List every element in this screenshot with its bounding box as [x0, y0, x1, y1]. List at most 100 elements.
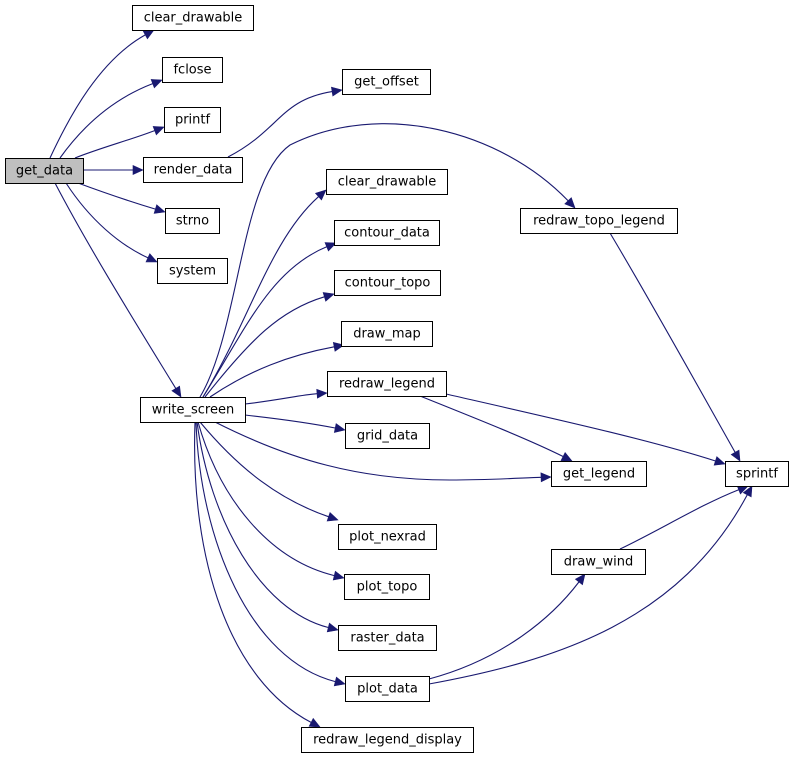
node-box-get-offset	[342, 69, 431, 95]
arrowhead-write-screen-to-grid-data	[333, 423, 346, 433]
node-label-get-offset: get_offset	[354, 75, 419, 90]
node-label-raster-data: raster_data	[350, 631, 424, 646]
edge-write-screen-to-contour-data	[202, 246, 327, 398]
node-draw-wind[interactable]: draw_wind	[551, 549, 646, 575]
arrowhead-write-screen-to-get-legend	[540, 472, 552, 483]
arrowhead-write-screen-to-contour-data	[324, 242, 337, 252]
node-label-plot-topo: plot_topo	[357, 580, 418, 595]
nodes-layer: get_dataclear_drawablefcloseprintfrender…	[5, 5, 789, 753]
edge-get-data-to-system	[65, 182, 149, 259]
node-label-clear-drawable-1: clear_drawable	[144, 11, 243, 26]
node-box-contour-topo	[334, 270, 441, 296]
edge-get-data-to-strno	[77, 182, 156, 210]
arrowhead-get-data-to-system	[145, 253, 158, 263]
edge-render-data-to-get-offset	[227, 91, 333, 158]
edges-layer	[49, 29, 753, 728]
arrowhead-write-screen-to-redraw-legend	[316, 388, 328, 399]
node-box-strno	[165, 208, 220, 234]
edge-redraw-topo-legend-to-sprintf	[609, 232, 736, 453]
node-system[interactable]: system	[157, 258, 228, 284]
node-clear-drawable-2[interactable]: clear_drawable	[326, 169, 448, 195]
node-get-legend[interactable]: get_legend	[551, 461, 647, 487]
arrowhead-plot-data-to-draw-wind	[574, 573, 586, 586]
node-render-data[interactable]: render_data	[143, 157, 243, 183]
node-label-fclose: fclose	[173, 63, 211, 78]
edge-write-screen-to-redraw-legend	[244, 393, 318, 405]
node-draw-map[interactable]: draw_map	[341, 321, 433, 347]
arrowhead-get-data-to-printf	[152, 126, 165, 136]
node-get-data[interactable]: get_data	[5, 158, 84, 184]
node-label-clear-drawable-2: clear_drawable	[338, 175, 437, 190]
node-box-sprintf	[725, 461, 789, 487]
node-box-plot-nexrad	[338, 524, 437, 550]
edge-write-screen-to-redraw-topo-legend	[199, 123, 569, 398]
node-box-fclose	[162, 57, 223, 83]
node-redraw-topo-legend[interactable]: redraw_topo_legend	[520, 208, 678, 234]
node-clear-drawable-1[interactable]: clear_drawable	[132, 5, 254, 31]
node-box-get-legend	[551, 461, 647, 487]
edge-get-data-to-printf	[74, 130, 155, 159]
node-get-offset[interactable]: get_offset	[342, 69, 431, 95]
edge-plot-data-to-sprintf	[428, 494, 748, 685]
node-box-printf	[164, 107, 221, 133]
node-label-write-screen: write_screen	[152, 403, 234, 418]
edge-redraw-legend-to-sprintf	[445, 393, 716, 462]
node-contour-topo[interactable]: contour_topo	[334, 270, 441, 296]
edge-write-screen-to-contour-topo	[204, 296, 325, 398]
node-label-redraw-legend-display: redraw_legend_display	[313, 733, 462, 748]
edge-write-screen-to-redraw-legend-display	[194, 421, 312, 723]
node-box-redraw-legend-display	[301, 727, 474, 753]
arrowhead-write-screen-to-contour-topo	[322, 292, 335, 302]
edge-write-screen-to-plot-data	[195, 421, 336, 683]
node-label-sprintf: sprintf	[736, 467, 778, 482]
edge-write-screen-to-plot-topo	[197, 421, 335, 577]
node-label-strno: strno	[176, 214, 209, 229]
arrowhead-get-data-to-render-data	[132, 165, 144, 175]
edge-write-screen-to-draw-map	[209, 346, 335, 398]
node-printf[interactable]: printf	[164, 107, 221, 133]
node-plot-topo[interactable]: plot_topo	[344, 574, 430, 600]
arrowhead-get-data-to-strno	[153, 204, 166, 214]
node-strno[interactable]: strno	[165, 208, 220, 234]
node-label-contour-topo: contour_topo	[345, 276, 431, 291]
node-box-plot-topo	[344, 574, 430, 600]
node-raster-data[interactable]: raster_data	[338, 625, 437, 651]
node-contour-data[interactable]: contour_data	[334, 220, 440, 246]
node-label-grid-data: grid_data	[357, 429, 418, 444]
arrowhead-redraw-legend-to-sprintf	[713, 456, 726, 466]
node-sprintf[interactable]: sprintf	[725, 461, 789, 487]
node-redraw-legend-display[interactable]: redraw_legend_display	[301, 727, 474, 753]
node-redraw-legend[interactable]: redraw_legend	[327, 371, 447, 397]
node-label-draw-wind: draw_wind	[564, 555, 633, 570]
edge-write-screen-to-grid-data	[244, 414, 336, 429]
edge-write-screen-to-clear-drawable-2	[202, 196, 319, 398]
node-grid-data[interactable]: grid_data	[345, 423, 430, 449]
node-box-draw-wind	[551, 549, 646, 575]
node-label-render-data: render_data	[154, 163, 233, 178]
arrowhead-write-screen-to-plot-topo	[332, 570, 345, 581]
arrowhead-write-screen-to-clear-drawable-2	[314, 189, 327, 201]
edge-get-data-to-write-screen	[54, 182, 177, 389]
node-label-redraw-topo-legend: redraw_topo_legend	[533, 214, 665, 229]
edge-write-screen-to-raster-data	[196, 421, 329, 629]
node-box-clear-drawable-2	[326, 169, 448, 195]
arrowhead-plot-data-to-sprintf	[742, 485, 753, 498]
node-box-raster-data	[338, 625, 437, 651]
edge-get-data-to-clear-drawable-1	[49, 34, 146, 159]
node-box-write-screen	[140, 397, 246, 423]
node-write-screen[interactable]: write_screen	[140, 397, 246, 423]
node-plot-nexrad[interactable]: plot_nexrad	[338, 524, 437, 550]
node-box-get-data	[5, 158, 84, 184]
arrowhead-write-screen-to-plot-nexrad	[326, 511, 339, 522]
arrowhead-redraw-topo-legend-to-sprintf	[730, 449, 741, 462]
node-label-get-data: get_data	[16, 164, 73, 179]
arrowhead-write-screen-to-redraw-legend-display	[308, 717, 321, 728]
node-fclose[interactable]: fclose	[162, 57, 223, 83]
edge-get-data-to-fclose	[59, 83, 153, 159]
edge-draw-wind-to-sprintf	[619, 489, 739, 550]
node-plot-data[interactable]: plot_data	[345, 676, 430, 702]
node-box-clear-drawable-1	[132, 5, 254, 31]
arrowhead-write-screen-to-plot-data	[333, 676, 346, 687]
arrowhead-write-screen-to-redraw-topo-legend	[564, 197, 576, 209]
